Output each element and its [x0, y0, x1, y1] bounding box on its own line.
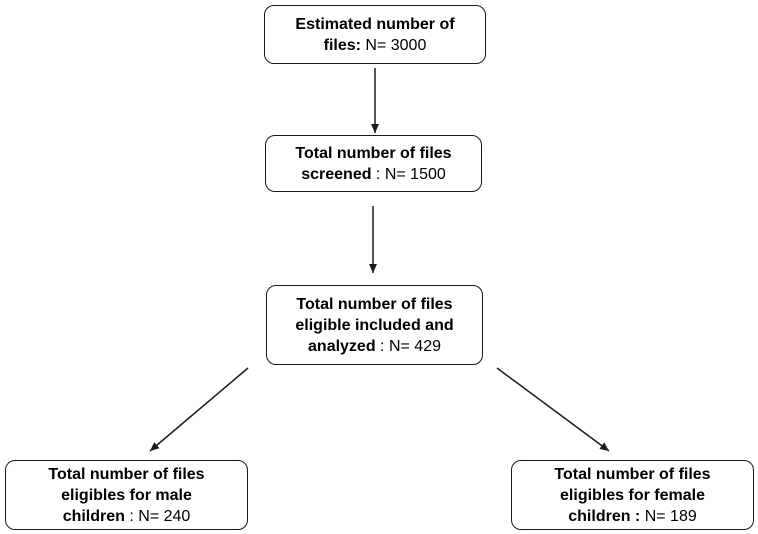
node-text-normal: N= 189 [640, 507, 697, 525]
node-text-bold: files: [323, 36, 361, 54]
node-files-screened: Total number of files screened : N= 1500 [265, 135, 482, 192]
node-line: Total number of files [48, 464, 204, 485]
node-line: eligible included and [295, 315, 453, 336]
node-text-bold: eligible included and [295, 316, 454, 334]
node-text-bold: children [62, 507, 125, 525]
node-text-bold: analyzed [308, 337, 376, 355]
node-text-bold: children : [568, 507, 641, 525]
node-text-normal: N= 3000 [360, 36, 427, 54]
node-line: Total number of files [296, 294, 452, 315]
node-text-normal: : N= 1500 [371, 165, 446, 183]
node-files-female-children: Total number of files eligibles for fema… [511, 460, 754, 530]
node-line: children : N= 240 [63, 506, 191, 527]
node-text-bold: Estimated number of [295, 15, 455, 33]
node-files-male-children: Total number of files eligibles for male… [5, 460, 248, 530]
node-text-bold: Total number of files [296, 295, 453, 313]
node-text-bold: eligibles for female [560, 486, 705, 504]
node-text-bold: Total number of files [554, 465, 711, 483]
node-line: children : N= 189 [568, 506, 697, 527]
arrow-eligible-to-male [149, 367, 249, 452]
node-text-bold: eligibles for male [61, 486, 192, 504]
node-text-bold: Total number of files [295, 144, 452, 162]
node-line: analyzed : N= 429 [308, 336, 441, 357]
node-estimated-files: Estimated number of files: N= 3000 [264, 5, 486, 64]
node-line: Estimated number of [295, 14, 454, 35]
node-text-bold: screened [301, 165, 372, 183]
arrow-eligible-to-female [496, 367, 610, 452]
node-line: Total number of files [295, 143, 451, 164]
node-line: Total number of files [554, 464, 710, 485]
node-text-bold: Total number of files [48, 465, 205, 483]
node-files-eligible-analyzed: Total number of files eligible included … [266, 285, 483, 365]
node-line: eligibles for female [560, 485, 705, 506]
node-line: screened : N= 1500 [301, 164, 446, 185]
node-text-normal: : N= 240 [124, 507, 191, 525]
node-text-normal: : N= 429 [375, 337, 441, 355]
node-line: files: N= 3000 [324, 35, 427, 56]
node-line: eligibles for male [61, 485, 192, 506]
